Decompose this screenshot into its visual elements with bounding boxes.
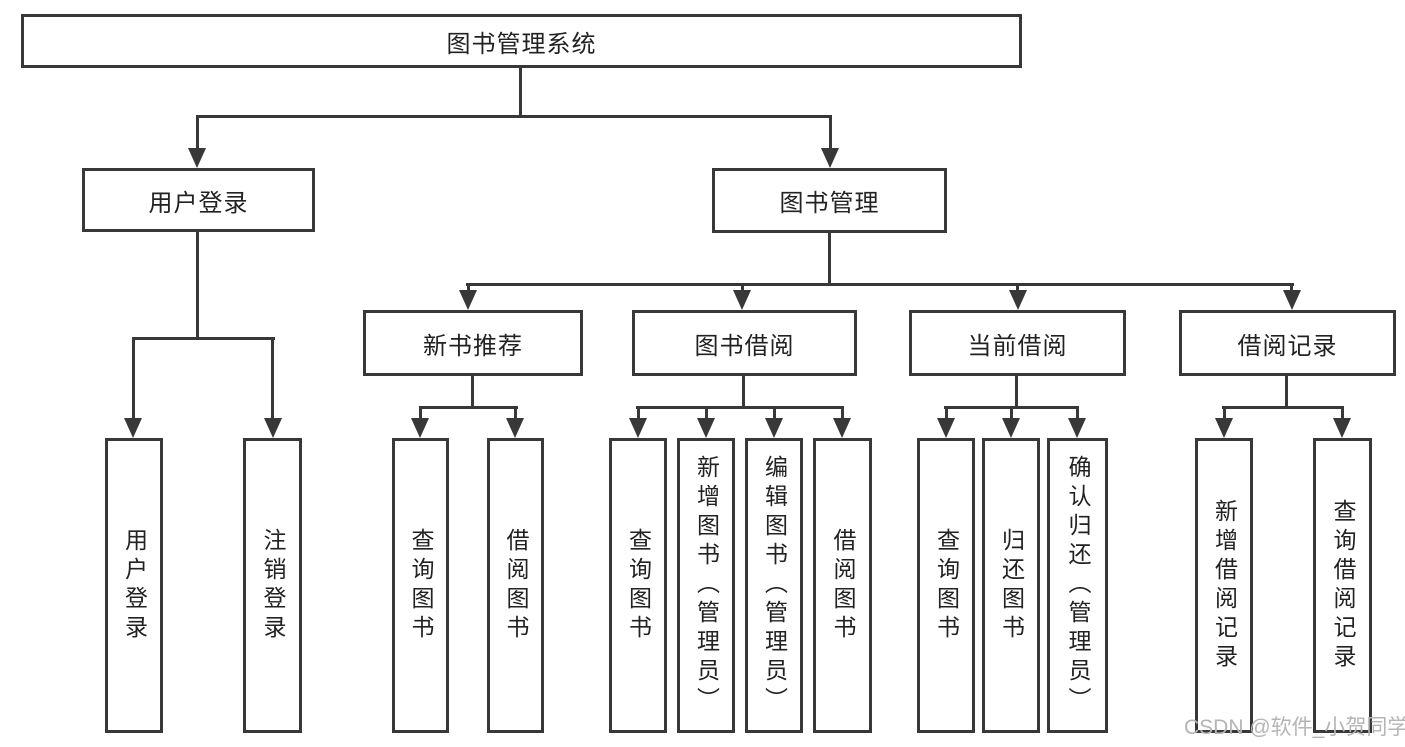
leaf-edit-books-admin: 编辑图书（管理员） [745, 438, 803, 733]
node-label: 用户登录 [148, 189, 249, 217]
connector-user-login-branch [132, 337, 275, 340]
node-label: 用户登录 [121, 527, 148, 644]
connector-leaf-stem [1341, 406, 1344, 420]
node-label: 借阅记录 [1237, 332, 1338, 360]
connector-group-branch [636, 406, 844, 409]
connector-root-branch [196, 115, 832, 118]
leaf-query-books-recommend: 查询图书 [392, 438, 449, 733]
connector-leaf-stem [1076, 406, 1079, 420]
leaf-return-books: 归还图书 [982, 438, 1040, 733]
arrow-down-icon [1215, 418, 1233, 438]
arrow-down-icon [1283, 290, 1301, 310]
connector-leaf-stem [773, 406, 776, 420]
arrow-down-icon [765, 418, 783, 438]
connector-leaf-stem [841, 406, 844, 420]
arrow-down-icon [1333, 418, 1351, 438]
connector-level3-stem [1016, 283, 1019, 293]
connector-leaf-stem [637, 406, 640, 420]
leaf-query-books-current: 查询图书 [917, 438, 975, 733]
node-label: 新增图书（管理员） [693, 455, 720, 716]
connector-level3-stem [467, 283, 470, 293]
node-label: 查询借阅记录 [1330, 498, 1356, 673]
arrow-down-icon [506, 418, 524, 438]
leaf-confirm-return-admin: 确认归还（管理员） [1047, 438, 1108, 733]
node-label: 图书管理系统 [446, 30, 597, 58]
leaf-query-borrow-record: 查询借阅记录 [1313, 438, 1372, 733]
connector-book-mgmt-branch [466, 283, 1294, 286]
connector-leaf-stem [271, 337, 274, 420]
leaf-add-borrow-record: 新增借阅记录 [1195, 438, 1253, 733]
arrow-down-icon [411, 418, 429, 438]
node-label: 查询图书 [933, 527, 960, 644]
connector-group-branch [1222, 406, 1344, 409]
arrow-down-icon [188, 148, 206, 168]
connector-level3-stem [741, 283, 744, 293]
connector-book-mgmt-stem [829, 115, 832, 149]
arrow-down-icon [833, 418, 851, 438]
node-label: 注销登录 [260, 527, 286, 644]
node-label: 查询图书 [625, 527, 652, 644]
connector-leaf-stem [705, 406, 708, 420]
connector-leaf-stem [419, 406, 422, 420]
node-label: 图书管理 [779, 190, 880, 217]
connector-root-stem [519, 68, 522, 115]
connector-user-login-stem [196, 115, 199, 149]
connector-group-down [1285, 376, 1288, 406]
connector-leaf-stem [1223, 406, 1226, 420]
node-book-borrowing: 图书借阅 [632, 310, 857, 376]
arrow-down-icon [1068, 418, 1086, 438]
connector-book-mgmt-down [828, 233, 831, 283]
arrow-down-icon [264, 418, 282, 438]
node-label: 图书借阅 [694, 332, 795, 360]
node-user-login: 用户登录 [82, 168, 315, 232]
node-label: 归还图书 [998, 527, 1025, 644]
leaf-user-login: 用户登录 [105, 438, 163, 733]
connector-leaf-stem [945, 406, 948, 420]
csdn-watermark: CSDN @软件_小贺同学 [1184, 716, 1405, 739]
arrow-down-icon [629, 418, 647, 438]
arrow-down-icon [733, 290, 751, 310]
arrow-down-icon [1009, 290, 1027, 310]
arrow-down-icon [697, 418, 715, 438]
connector-leaf-stem [132, 337, 135, 420]
connector-leaf-stem [1010, 406, 1013, 420]
node-label: 编辑图书（管理员） [761, 455, 788, 716]
connector-group-branch [419, 406, 518, 409]
leaf-logout: 注销登录 [243, 438, 302, 733]
arrow-down-icon [821, 148, 839, 168]
node-book-management: 图书管理 [712, 168, 947, 233]
arrow-down-icon [1002, 418, 1020, 438]
connector-level3-stem [1290, 283, 1293, 293]
connector-user-login-down [196, 232, 199, 339]
node-label: 新增借阅记录 [1211, 498, 1238, 673]
node-label: 当前借阅 [967, 332, 1068, 360]
leaf-query-books-borrowing: 查询图书 [609, 438, 667, 733]
connector-group-down [1015, 376, 1018, 406]
connector-group-down [471, 376, 474, 406]
connector-group-down [742, 376, 745, 406]
leaf-add-books-admin: 新增图书（管理员） [677, 438, 735, 733]
arrow-down-icon [937, 418, 955, 438]
node-label: 借阅图书 [503, 527, 529, 644]
node-label: 借阅图书 [830, 527, 856, 644]
arrow-down-icon [459, 290, 477, 310]
node-current-borrowing: 当前借阅 [909, 310, 1126, 376]
connector-leaf-stem [514, 406, 517, 420]
arrow-down-icon [124, 418, 142, 438]
node-borrowing-records: 借阅记录 [1179, 310, 1396, 376]
node-label: 确认归还（管理员） [1065, 455, 1091, 716]
node-label: 查询图书 [408, 527, 434, 644]
node-label: 新书推荐 [423, 332, 523, 360]
node-library-management-system: 图书管理系统 [21, 14, 1022, 68]
leaf-borrow-books-recommend: 借阅图书 [487, 438, 544, 733]
node-new-book-recommend: 新书推荐 [363, 310, 583, 376]
leaf-borrow-books: 借阅图书 [813, 438, 872, 733]
